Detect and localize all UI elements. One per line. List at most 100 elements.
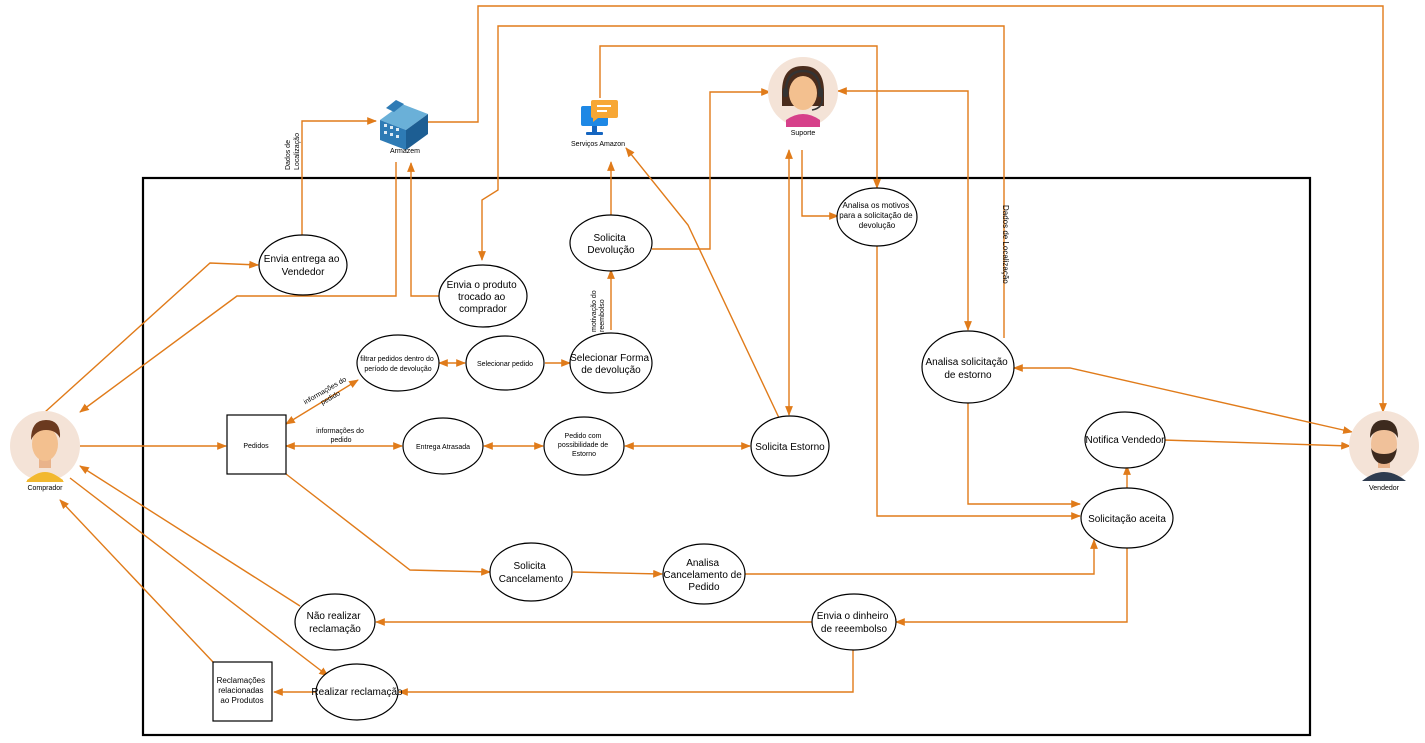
node-envia-produto-line-1: Envia o produto — [447, 280, 517, 291]
node-pedido-estorno-line-3: Estorno — [572, 451, 596, 458]
node-nao-realizar-line-2: reclamação — [309, 624, 361, 635]
svg-text:Solicita Devolução: Solicita Devolução — [587, 233, 635, 256]
edge-vendedor-analisa-estorno — [1013, 364, 1353, 434]
edge-pedidos-filtrar — [285, 379, 359, 425]
node-nao-realizar: Não realizar reclamação — [294, 593, 376, 651]
edge-labels: Dados de Localização Dados de Localizaçã… — [285, 133, 1010, 444]
label-suporte: Suporte — [791, 130, 816, 137]
node-analisa-cancelamento-line-1: Analisa — [686, 558, 719, 569]
node-solicita-cancelamento: Solicita Cancelamento — [489, 542, 573, 602]
seller-avatar — [1349, 411, 1419, 481]
edge-aceita-dinheiro — [895, 548, 1128, 626]
node-entrega-atrasada-label: Entrega Atrasada — [416, 444, 470, 451]
node-analisa-cancelamento: Analisa Cancelamento de Pedido — [662, 543, 746, 605]
node-envia-dinheiro: Envia o dinheiro de reeembolso — [811, 593, 897, 651]
svg-text:Analisa os motivos para: Analisa os motivos para a solicitação de… — [839, 201, 915, 230]
svg-text:Envia o dinheiro de reee: Envia o dinheiro de reeembolso — [817, 611, 892, 635]
svg-text:Pedido com possibilidade: Pedido com possibilidade de Estorno — [558, 433, 610, 458]
label-armazem: Armazem — [390, 148, 420, 155]
node-envia-produto-line-3: comprador — [459, 304, 507, 315]
node-solicitacao-aceita-label: Solicitação aceita — [1088, 514, 1166, 525]
node-analisa-motivos-line-3: devolução — [859, 221, 896, 230]
node-analisa-motivos-line-2: para a solicitação de — [839, 211, 913, 220]
edge-analisa-cancelamento-aceita — [745, 539, 1098, 575]
edge-suporte-analisa — [801, 150, 839, 220]
node-filtrar-pedidos-line-2: período de devolução — [364, 366, 431, 373]
node-pedidos: Pedidos — [226, 414, 287, 475]
node-solicita-devolucao-line-1: Solicita — [593, 233, 626, 244]
label-motivacao-2: reembolso — [599, 299, 606, 332]
node-reclamacoes-line-1: Reclamações — [217, 676, 265, 685]
edge-armazem-vendedor — [428, 5, 1387, 413]
node-filtrar-pedidos: filtrar pedidos dentro do período de dev… — [356, 334, 440, 392]
label-info-pedido-2b: pedido — [330, 437, 351, 444]
node-realizar-reclamacao: Realizar reclamação — [311, 663, 403, 721]
support-agent-avatar — [768, 57, 838, 127]
node-reclamacoes-line-3: ao Produtos — [220, 696, 263, 705]
label-servicos-amazon: Serviços Amazon — [571, 141, 625, 148]
edge-nao-realizar-comprador — [79, 465, 301, 607]
node-realizar-reclamacao-label: Realizar reclamação — [311, 687, 403, 698]
node-entrega-atrasada: Entrega Atrasada — [402, 417, 484, 475]
system-boundary — [141, 176, 1312, 737]
node-envia-entrega-line-2: Vendedor — [282, 267, 325, 278]
node-reclamacoes-line-2: relacionadas — [218, 686, 263, 695]
node-selecionar-forma-line-1: Selecionar Forma — [570, 353, 649, 364]
edge-reclamacoes-comprador — [59, 499, 214, 663]
edges — [44, 5, 1387, 696]
svg-text:filtrar pedidos dentro do: filtrar pedidos dentro do período de dev… — [360, 356, 436, 373]
svg-text:Analisa solicitação de e: Analisa solicitação de estorno — [925, 357, 1010, 381]
edge-solicita-estorno-servicos — [625, 147, 781, 421]
node-pedidos-label: Pedidos — [243, 443, 269, 450]
node-solicita-cancelamento-line-1: Solicita — [513, 561, 546, 572]
node-analisa-motivos: Analisa os motivos para a solicitação de… — [836, 187, 918, 247]
label-vendedor: Vendedor — [1369, 485, 1400, 492]
edge-envia-produto-armazem — [407, 162, 440, 297]
edge-comprador-realizar — [69, 477, 329, 677]
node-notifica-vendedor: Notifica Vendedor — [1084, 411, 1166, 469]
edge-estorno-aceita — [967, 402, 1081, 508]
node-envia-entrega: Envia entrega ao Vendedor — [258, 234, 348, 296]
edge-notifica-vendedor — [1162, 439, 1351, 450]
edge-devolucao-suporte — [652, 88, 771, 250]
node-reclamacoes: Reclamações relacionadas ao Produtos — [212, 661, 273, 722]
node-analisa-estorno-line-2: de estorno — [944, 370, 992, 381]
node-solicita-devolucao-line-2: Devolução — [587, 245, 635, 256]
node-notifica-vendedor-label: Notifica Vendedor — [1086, 435, 1166, 446]
label-comprador: Comprador — [27, 485, 63, 492]
edge-localizacao-envia-produto — [478, 25, 1005, 338]
svg-text:Não realizar reclamação: Não realizar reclamação — [307, 611, 364, 635]
node-envia-produto: Envia o produto trocado ao comprador — [438, 264, 528, 328]
svg-text:Analisa Cancelamento de: Analisa Cancelamento de Pedido — [663, 558, 744, 593]
node-selecionar-forma: Selecionar Forma de devolução — [569, 332, 653, 394]
svg-text:motivação do reembolso: motivação do reembolso — [591, 288, 606, 332]
node-pedido-estorno: Pedido com possibilidade de Estorno — [543, 416, 625, 476]
node-nao-realizar-line-1: Não realizar — [307, 611, 362, 622]
node-envia-dinheiro-line-2: de reeembolso — [821, 624, 888, 635]
svg-text:informações do pedido: informações do pedido — [316, 428, 366, 444]
node-filtrar-pedidos-line-1: filtrar pedidos dentro do — [360, 356, 434, 363]
node-envia-entrega-line-1: Envia entrega ao — [264, 254, 340, 265]
node-selecionar-forma-line-2: de devolução — [581, 365, 641, 376]
svg-text:Selecionar Forma de devo: Selecionar Forma de devolução — [570, 353, 652, 376]
svg-text:Solicita Cancelamento: Solicita Cancelamento — [499, 561, 564, 585]
label-dados-localizacao-left-2: Localização — [294, 133, 301, 170]
label-dados-localizacao-left-1: Dados de — [285, 140, 292, 170]
node-solicita-estorno-label: Solicita Estorno — [755, 442, 825, 453]
svg-text:Envia o produto trocado: Envia o produto trocado ao comprador — [447, 280, 520, 315]
node-selecionar-pedido: Selecionar pedido — [465, 335, 545, 391]
label-dados-localizacao-right: Dados de Localização — [1001, 205, 1010, 284]
buyer-avatar — [10, 411, 80, 482]
node-pedido-estorno-line-1: Pedido com — [565, 433, 602, 440]
edge-comprador-envia-entrega — [44, 260, 259, 413]
node-solicita-estorno: Solicita Estorno — [750, 415, 830, 477]
edge-suporte-analisa-estorno — [837, 87, 972, 331]
node-analisa-estorno: Analisa solicitação de estorno — [921, 330, 1015, 404]
node-envia-dinheiro-line-1: Envia o dinheiro — [817, 611, 889, 622]
svg-text:Envia entrega ao Vendedo: Envia entrega ao Vendedor — [264, 254, 342, 278]
label-motivacao-1: motivação do — [591, 290, 598, 332]
node-analisa-estorno-line-1: Analisa solicitação — [925, 357, 1008, 368]
node-envia-produto-line-2: trocado ao — [458, 292, 506, 303]
edge-motivos-aceita — [876, 246, 1081, 520]
